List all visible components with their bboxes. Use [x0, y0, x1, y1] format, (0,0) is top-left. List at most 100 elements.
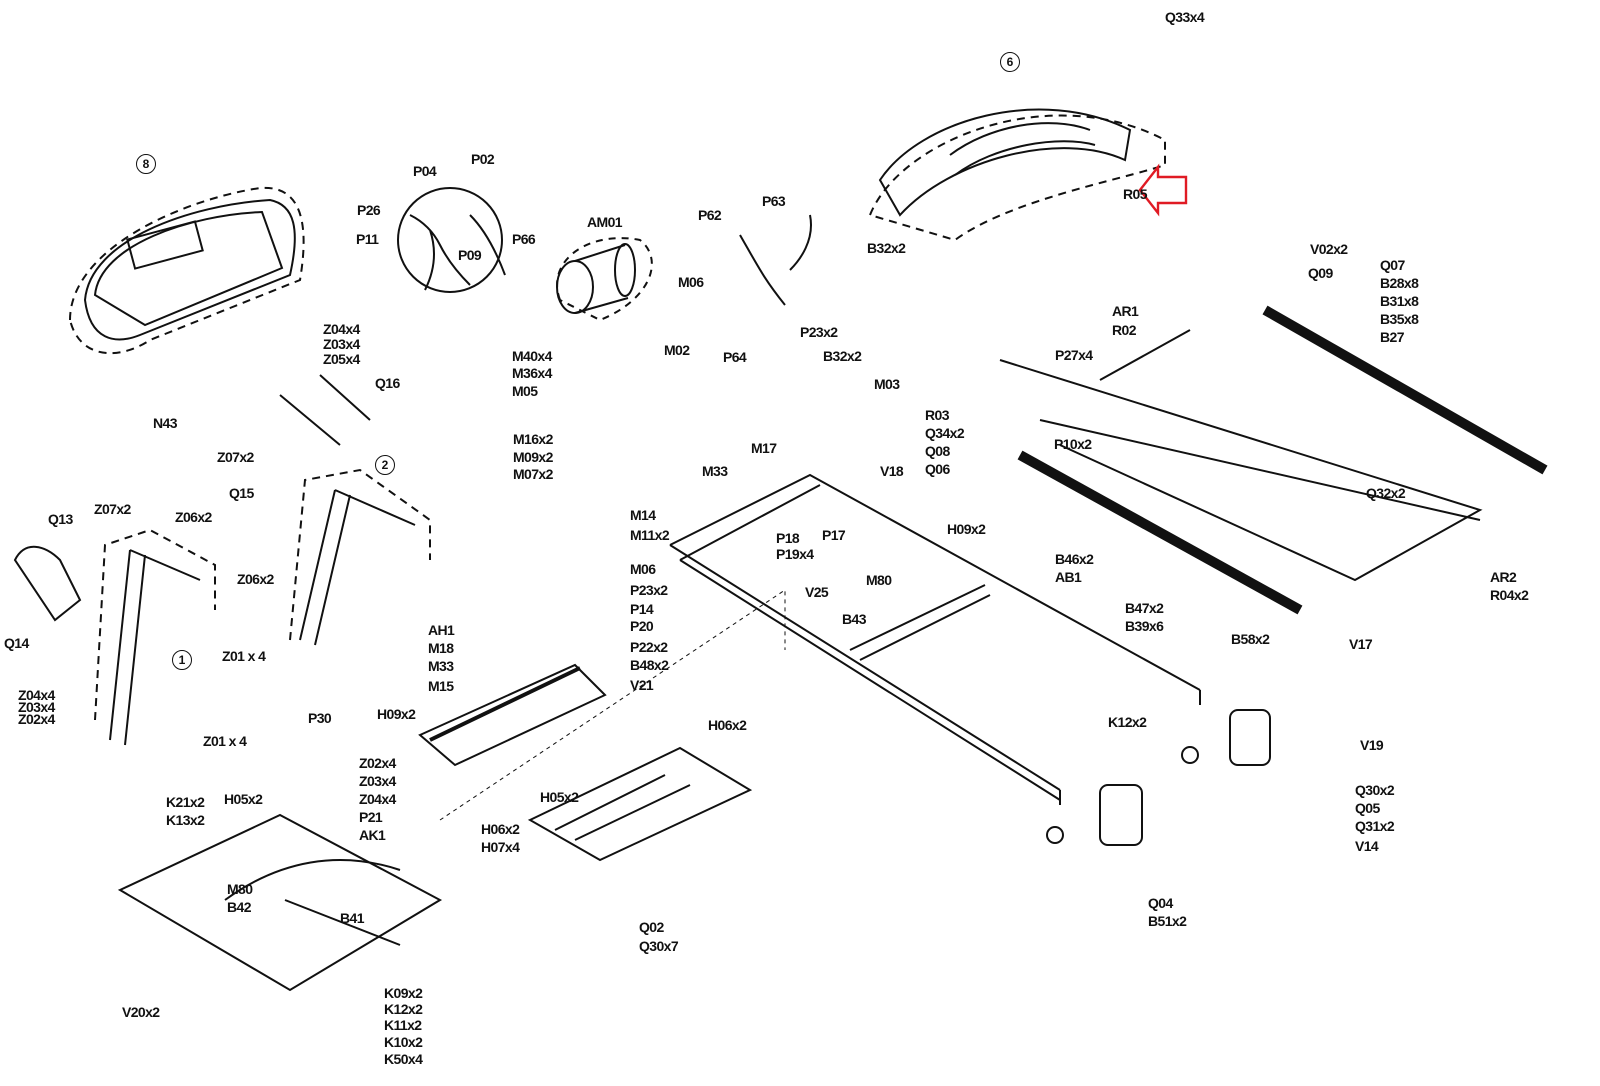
part-label: M11x2 [630, 527, 670, 543]
part-label: AH1 [428, 622, 455, 638]
part-label: Z05x4 [323, 351, 360, 367]
part-label: V18 [880, 463, 904, 479]
part-label: H06x2 [708, 717, 747, 733]
part-label: V25 [805, 584, 829, 600]
part-label: AK1 [359, 827, 386, 843]
part-label: M15 [428, 678, 454, 694]
part-label: B28x8 [1380, 275, 1419, 291]
part-label: M40x4 [512, 348, 552, 364]
part-label: Z02x4 [359, 755, 396, 771]
part-label: P26 [357, 202, 381, 218]
part-label: M02 [664, 342, 690, 358]
part-label: P64 [723, 349, 747, 365]
part-label: Q30x2 [1355, 782, 1395, 798]
part-label: H09x2 [377, 706, 416, 722]
part-label: B32x2 [867, 240, 906, 256]
part-label: Z06x2 [237, 571, 274, 587]
part-label: Z03x4 [323, 336, 360, 352]
part-label: B41 [340, 910, 364, 926]
part-label: P23x2 [630, 582, 668, 598]
part-label: P23x2 [800, 324, 838, 340]
part-label: K11x2 [384, 1017, 422, 1033]
incline-assembly [418, 663, 607, 767]
part-label: P11 [356, 231, 379, 247]
part-label: K10x2 [384, 1034, 423, 1050]
part-label: M17 [751, 440, 777, 456]
part-label: Q30x7 [639, 938, 679, 954]
part-label: Z06x2 [175, 509, 212, 525]
part-label: Q14 [4, 635, 29, 651]
part-label: K12x2 [384, 1001, 423, 1017]
part-label: M09x2 [513, 449, 553, 465]
part-label: B35x8 [1380, 311, 1419, 327]
part-label: K09x2 [384, 985, 423, 1001]
part-label: M07x2 [513, 466, 553, 482]
assembly-ref-console: 8 [136, 154, 156, 174]
assembly-ref-upright-left: 1 [172, 650, 192, 670]
part-label: M14 [630, 507, 656, 523]
part-label: Z04x4 [18, 687, 55, 703]
part-label: Z07x2 [94, 501, 131, 517]
part-label: M33 [702, 463, 728, 479]
part-label: M18 [428, 640, 454, 656]
part-label: Q07 [1380, 257, 1405, 273]
part-label: P21 [359, 809, 383, 825]
part-label: Z04x4 [323, 321, 360, 337]
part-label: P10x2 [1054, 436, 1092, 452]
part-label: H05x2 [540, 789, 579, 805]
part-label-highlighted: R05 [1123, 186, 1147, 202]
part-label: B51x2 [1148, 913, 1187, 929]
part-label: P22x2 [630, 639, 668, 655]
part-label: P14 [630, 601, 654, 617]
part-label: Q05 [1355, 800, 1380, 816]
part-label: M03 [874, 376, 900, 392]
part-label: AM01 [587, 214, 623, 230]
part-label: P02 [471, 151, 495, 167]
upright-left [94, 528, 216, 746]
part-label: B58x2 [1231, 631, 1270, 647]
part-label: P63 [762, 193, 786, 209]
part-label: H05x2 [224, 791, 263, 807]
part-label: H09x2 [947, 521, 986, 537]
wiring-detail-circle [397, 187, 503, 293]
part-label: K13x2 [166, 812, 205, 828]
base-frame [117, 813, 443, 992]
part-label: B32x2 [823, 348, 862, 364]
part-label: Z07x2 [217, 449, 254, 465]
part-label: P09 [458, 247, 482, 263]
part-label: Q15 [229, 485, 254, 501]
part-label: V19 [1360, 737, 1384, 753]
part-label: M06 [630, 561, 656, 577]
part-label: Q08 [925, 443, 950, 459]
part-label: P66 [512, 231, 536, 247]
part-label: M80 [227, 881, 253, 897]
part-label: Q02 [639, 919, 664, 935]
part-label: H07x4 [481, 839, 520, 855]
console-assembly [68, 186, 305, 354]
part-label: P62 [698, 207, 722, 223]
part-label: Q04 [1148, 895, 1173, 911]
treadmill-deck [999, 305, 1548, 615]
assembly-ref-motor-cover: 6 [1000, 52, 1020, 72]
part-label: Q31x2 [1355, 818, 1395, 834]
part-label: P20 [630, 618, 654, 634]
part-label: Q09 [1308, 265, 1333, 281]
part-label: B39x6 [1125, 618, 1164, 634]
part-label: V17 [1349, 636, 1373, 652]
part-label: Q34x2 [925, 425, 965, 441]
part-label: K21x2 [166, 794, 205, 810]
part-label: B31x8 [1380, 293, 1419, 309]
part-label: B42 [227, 899, 251, 915]
part-label: P04 [413, 163, 437, 179]
part-label: B27 [1380, 329, 1404, 345]
part-label: M06 [678, 274, 704, 290]
part-label: P30 [308, 710, 332, 726]
part-label: Q06 [925, 461, 950, 477]
part-label: V21 [630, 677, 654, 693]
part-label: B43 [842, 611, 866, 627]
assembly-ref-upright-right: 2 [375, 455, 395, 475]
part-label: AR1 [1112, 303, 1139, 319]
part-label: Q32x2 [1366, 485, 1406, 501]
part-label: N43 [153, 415, 177, 431]
